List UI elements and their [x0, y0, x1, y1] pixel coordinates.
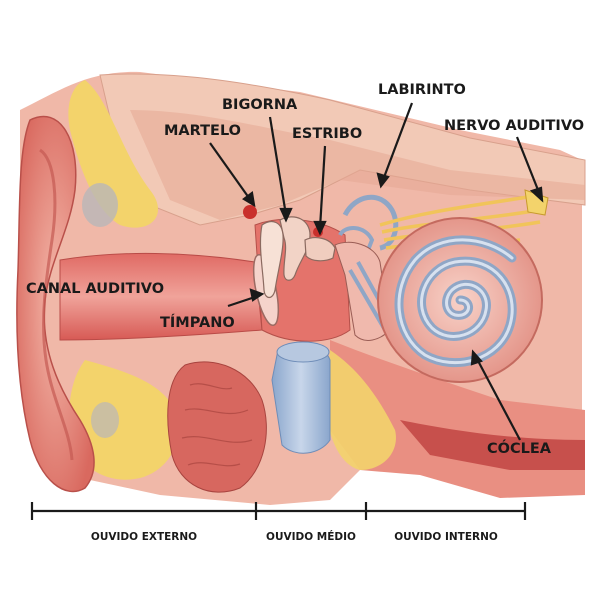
bone-gray-patch: [82, 183, 118, 227]
fat-lower: [69, 360, 179, 480]
pinna: [16, 115, 95, 493]
parotid-texture: [181, 383, 253, 467]
label-canal-auditivo: CANAL AUDITIVO: [26, 281, 164, 297]
malleus: [259, 221, 284, 299]
parotid-tissue: [167, 361, 267, 493]
section-label-interno: OUVIDO INTERNO: [394, 531, 498, 543]
label-timpano: TÍMPANO: [160, 314, 235, 331]
pinna-fold: [39, 148, 74, 461]
ossicle-joint: [243, 205, 257, 219]
fat-upper: [68, 80, 159, 228]
leader-estribo: [318, 145, 327, 229]
section-bracket: [30, 502, 527, 520]
label-martelo: MARTELO: [164, 123, 241, 139]
leader-coclea: [475, 356, 521, 441]
fat-middle-lower: [325, 350, 396, 470]
leader-nervo: [515, 136, 542, 196]
label-labirinto: LABIRINTO: [378, 82, 466, 98]
skull-bone-inner: [130, 110, 585, 220]
blue-vessel-top: [276, 341, 330, 363]
leader-bigorna: [268, 116, 288, 216]
leader-labirinto: [381, 102, 414, 181]
lower-bone-band: [400, 420, 585, 470]
leader-lines: [209, 102, 544, 441]
cochlea-spiral-inner: [397, 238, 514, 365]
leader-martelo: [209, 142, 255, 206]
incus: [279, 216, 311, 281]
stapes: [304, 237, 336, 262]
labyrinth-canal-2: [338, 226, 375, 259]
bone-gray-patch-2: [91, 402, 119, 438]
label-bigorna: BIGORNA: [222, 97, 298, 113]
labyrinth-canal: [342, 194, 399, 251]
section-label-medio: OUVIDO MÉDIO: [266, 530, 356, 543]
label-estribo: ESTRIBO: [292, 126, 362, 142]
label-nervo-auditivo: NERVO AUDITIVO: [444, 118, 584, 134]
section-label-externo: OUVIDO EXTERNO: [91, 531, 197, 543]
label-coclea: CÓCLEA: [487, 439, 552, 457]
